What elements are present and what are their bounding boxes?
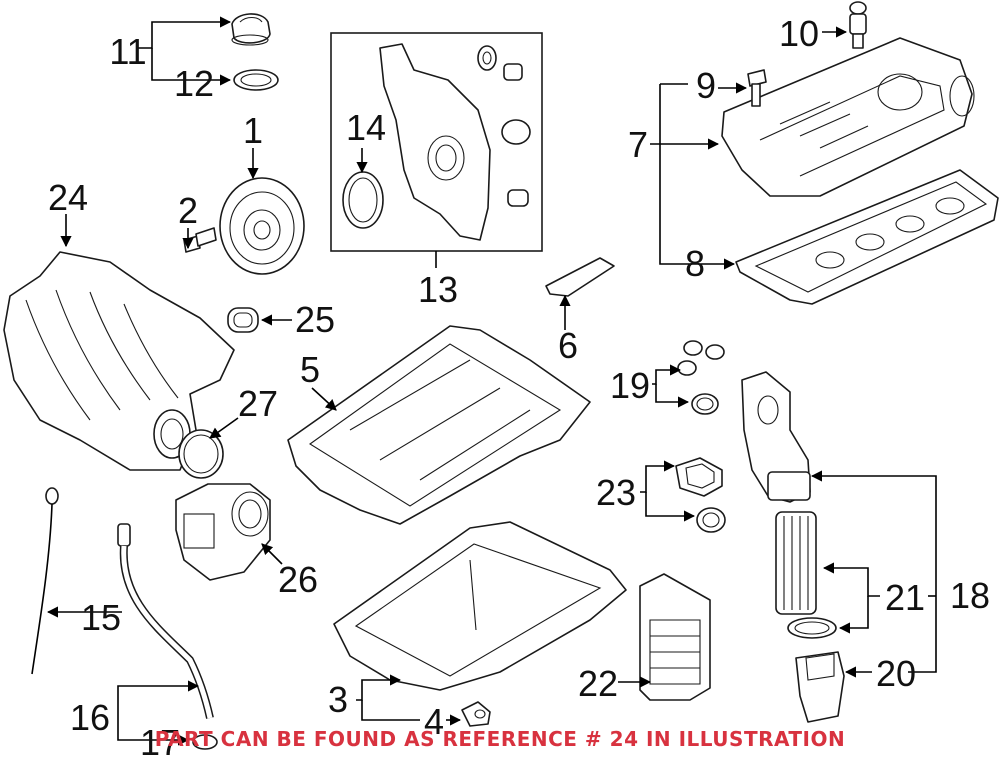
callout-20: 20 <box>876 653 916 694</box>
oil-filter-housing-seals-19 <box>677 340 725 415</box>
callout-21: 21 <box>885 577 925 618</box>
callout-18: 18 <box>950 575 990 616</box>
callout-6: 6 <box>558 325 578 366</box>
callout-12: 12 <box>174 63 214 104</box>
oil-cooler-seals-23 <box>675 457 726 533</box>
valve-cover-bolt <box>747 69 767 107</box>
filter-o-ring <box>787 617 837 639</box>
intake-manifold <box>3 251 235 471</box>
callout-2: 2 <box>178 190 198 231</box>
oil-filler-seal <box>233 69 279 91</box>
upper-oil-pan <box>287 325 591 525</box>
oil-filter-housing <box>741 371 811 503</box>
drain-plug <box>461 701 491 727</box>
callout-4: 4 <box>424 701 444 742</box>
callout-23: 23 <box>596 472 636 513</box>
callout-15: 15 <box>81 597 121 638</box>
timing-cover-box <box>330 32 543 252</box>
throttle-body <box>175 483 271 581</box>
oil-cooler <box>639 573 711 701</box>
callout-9: 9 <box>696 65 716 106</box>
callout-25: 25 <box>295 299 335 340</box>
callout-1: 1 <box>243 110 263 151</box>
reference-caption: PART CAN BE FOUND AS REFERENCE # 24 IN I… <box>154 727 846 751</box>
callout-26: 26 <box>278 559 318 600</box>
callout-19: 19 <box>610 365 650 406</box>
throttle-body-gasket <box>178 429 224 479</box>
callout-24: 24 <box>48 177 88 218</box>
callout-10: 10 <box>779 13 819 54</box>
dipstick-tube <box>117 523 214 719</box>
callout-labels: 1 2 3 4 5 6 7 8 9 10 11 12 13 14 15 16 1… <box>48 13 990 758</box>
crankshaft-pulley <box>219 177 305 275</box>
manifold-gasket <box>227 307 259 333</box>
callout-7: 7 <box>628 124 648 165</box>
callout-8: 8 <box>685 243 705 284</box>
callout-3: 3 <box>328 679 348 720</box>
callout-22: 22 <box>578 663 618 704</box>
callout-13: 13 <box>418 269 458 310</box>
callout-5: 5 <box>300 349 320 390</box>
oil-baffle <box>545 257 615 297</box>
callout-14: 14 <box>346 107 386 148</box>
callout-27: 27 <box>238 383 278 424</box>
callout-16: 16 <box>70 697 110 738</box>
oil-filler-cap <box>231 13 271 46</box>
oil-filter-cap <box>795 651 845 723</box>
dipstick <box>31 487 59 675</box>
leader-lines <box>46 16 937 746</box>
valve-cover <box>721 37 975 197</box>
callout-17: 17 <box>140 722 180 758</box>
lower-oil-pan <box>333 521 627 691</box>
valve-cover-gasket <box>735 169 999 305</box>
callout-11: 11 <box>109 31 146 72</box>
dipstick-seal <box>192 734 218 750</box>
oil-filter-element <box>775 511 817 615</box>
pcv-valve <box>849 1 867 49</box>
